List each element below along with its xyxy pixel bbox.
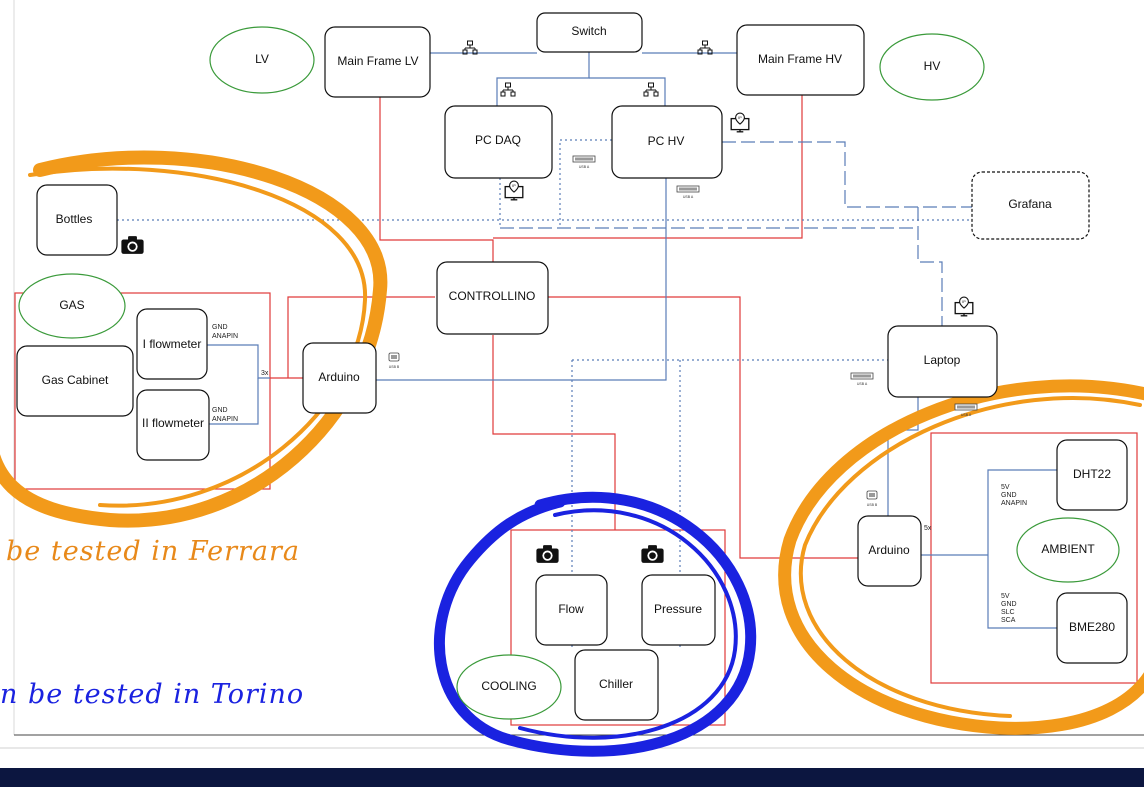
switch-box[interactable] xyxy=(536,12,643,53)
red-wiring xyxy=(14,95,1138,726)
grafana-box[interactable] xyxy=(971,171,1090,240)
usb-port-icon xyxy=(866,490,878,500)
chiller-label: Chiller xyxy=(599,677,633,691)
switch-label: Switch xyxy=(571,24,606,38)
orange-highlight-ambient xyxy=(778,379,1144,735)
ambient-ellipse xyxy=(1016,517,1120,583)
cooling-ellipse xyxy=(456,654,562,720)
pressure-box[interactable] xyxy=(641,574,716,646)
pin-anapin-1: ANAPIN xyxy=(212,333,238,340)
pin-anapin-3: ANAPIN xyxy=(1001,500,1027,507)
usb-port-icon xyxy=(572,155,596,163)
main-frame-hv-label: Main Frame HV xyxy=(758,52,842,66)
bme280-box[interactable] xyxy=(1056,592,1128,664)
arduino-left-box[interactable] xyxy=(302,342,377,414)
flow-box[interactable] xyxy=(535,574,608,646)
group-ellipses xyxy=(18,26,1120,720)
hv-ellipse xyxy=(879,33,985,101)
dht22-label: DHT22 xyxy=(1073,467,1111,481)
bme280-label: BME280 xyxy=(1069,620,1115,634)
pc-hv-label: PC HV xyxy=(648,134,685,148)
usb-port-icon xyxy=(850,372,874,380)
ii-flowmeter-box[interactable] xyxy=(136,389,210,461)
i-flowmeter-label: I flowmeter xyxy=(143,337,202,351)
main-frame-hv-box[interactable] xyxy=(736,24,865,96)
boxes xyxy=(16,12,1128,721)
bottles-label: Bottles xyxy=(56,212,93,226)
chiller-box[interactable] xyxy=(574,649,659,721)
arduino-right-label: Arduino xyxy=(868,543,910,557)
blue-wiring xyxy=(206,52,1057,629)
usb-a-label: USB A xyxy=(579,165,590,169)
pin-labels: GND ANAPIN GND ANAPIN 3x 5x 5V GND ANAPI… xyxy=(212,324,1027,624)
cooling-label: COOLING xyxy=(481,679,536,693)
dht22-box[interactable] xyxy=(1056,439,1128,511)
main-frame-lv-label: Main Frame LV xyxy=(337,54,418,68)
usb-a-label: USB A xyxy=(683,195,694,199)
gas-ellipse xyxy=(18,273,126,339)
ambient-label: AMBIENT xyxy=(1041,542,1095,556)
pin-3x: 3x xyxy=(261,370,269,377)
arduino-right-box[interactable] xyxy=(857,515,922,587)
controllino-label: CONTROLLINO xyxy=(449,289,536,303)
pressure-label: Pressure xyxy=(654,602,702,616)
gas-cabinet-label: Gas Cabinet xyxy=(42,373,109,387)
gas-label: GAS xyxy=(59,298,84,312)
controllino-box[interactable] xyxy=(436,261,549,335)
pin-5v-2: 5V xyxy=(1001,593,1010,600)
pin-gnd-2: GND xyxy=(212,407,228,414)
usb-port-icon xyxy=(388,352,400,362)
pin-gnd-4: GND xyxy=(1001,601,1017,608)
main-frame-lv-box[interactable] xyxy=(324,26,431,98)
lv-label: LV xyxy=(255,52,269,66)
blue-highlight-torino xyxy=(433,491,757,757)
pc-hv-box[interactable] xyxy=(611,105,723,179)
arduino-left-label: Arduino xyxy=(318,370,360,384)
hv-label: HV xyxy=(924,59,941,73)
usb-a-label: USB A xyxy=(961,413,972,417)
usb-port-icon xyxy=(676,185,700,193)
bottom-bar xyxy=(0,768,1144,787)
usb-b-label: USB B xyxy=(389,365,400,369)
box-labels: Switch Main Frame LV Main Frame HV LV HV… xyxy=(42,24,1116,693)
pin-sca: SCA xyxy=(1001,617,1016,624)
pin-gnd-1: GND xyxy=(212,324,228,331)
grafana-label: Grafana xyxy=(1008,197,1052,211)
pin-5x: 5x xyxy=(924,525,932,532)
pin-gnd-3: GND xyxy=(1001,492,1017,499)
pc-daq-box[interactable] xyxy=(444,105,553,179)
gas-cabinet-box[interactable] xyxy=(16,345,134,417)
usb-b-label: USB B xyxy=(867,503,878,507)
i-flowmeter-box[interactable] xyxy=(136,308,208,380)
torino-annotation: n be tested in Torino xyxy=(0,679,304,710)
pc-daq-label: PC DAQ xyxy=(475,133,521,147)
bottles-box[interactable] xyxy=(36,184,118,256)
pin-slc: SLC xyxy=(1001,609,1015,616)
pin-5v-1: 5V xyxy=(1001,484,1010,491)
flow-label: Flow xyxy=(558,602,584,616)
ii-flowmeter-label: II flowmeter xyxy=(142,416,204,430)
laptop-box[interactable] xyxy=(887,325,998,398)
lv-ellipse xyxy=(209,26,315,94)
laptop-label: Laptop xyxy=(924,353,961,367)
pin-anapin-2: ANAPIN xyxy=(212,416,238,423)
usb-port-icon xyxy=(954,403,978,411)
ferrara-annotation: be tested in Ferrara xyxy=(6,536,300,567)
usb-a-label: USB A xyxy=(857,382,868,386)
